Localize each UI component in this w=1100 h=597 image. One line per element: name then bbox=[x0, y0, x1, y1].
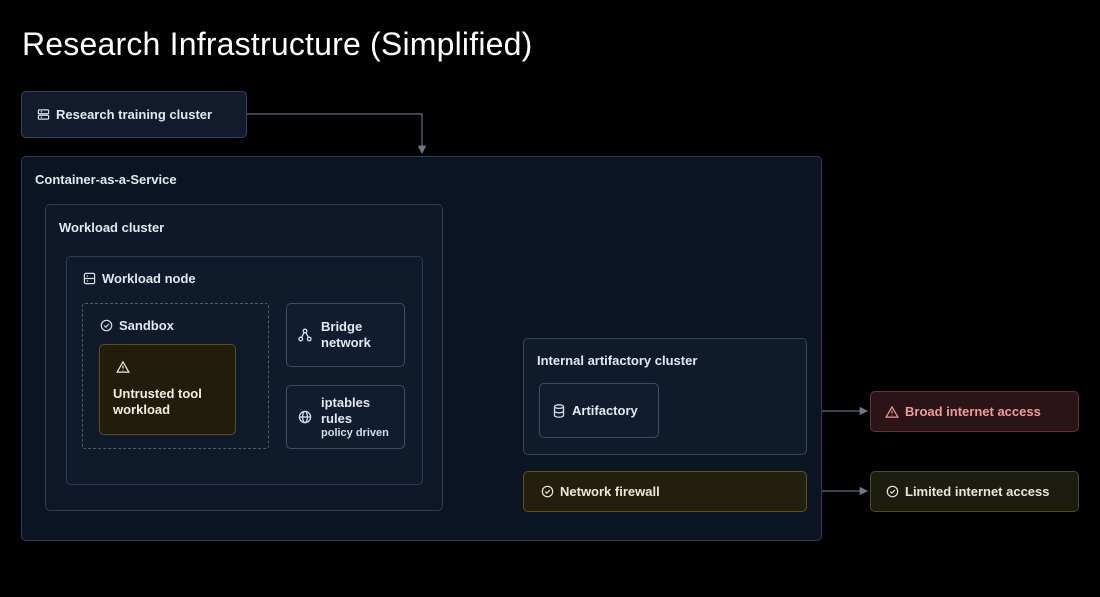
shield-check-icon bbox=[540, 485, 554, 499]
network-firewall-label: Network firewall bbox=[560, 484, 660, 499]
untrusted-line-1: Untrusted tool bbox=[113, 386, 202, 401]
node-icon bbox=[82, 272, 96, 286]
bridge-line-1: Bridge bbox=[321, 319, 363, 334]
warning-icon bbox=[885, 405, 899, 419]
workload-node-label: Workload node bbox=[102, 271, 196, 286]
page-title: Research Infrastructure (Simplified) bbox=[22, 26, 533, 62]
research-training-cluster-node: Research training cluster bbox=[21, 91, 247, 138]
limited-internet-access-label: Limited internet access bbox=[905, 484, 1050, 499]
research-training-cluster-label: Research training cluster bbox=[56, 107, 213, 122]
warning-icon bbox=[116, 360, 130, 374]
sandbox-label: Sandbox bbox=[119, 318, 174, 333]
network-icon bbox=[298, 328, 312, 342]
iptables-rules-node: iptables rules policy driven bbox=[286, 385, 405, 449]
shield-check-icon bbox=[885, 485, 899, 499]
iptables-line-1: iptables bbox=[321, 395, 371, 410]
untrusted-line-2: workload bbox=[113, 402, 171, 417]
workload-cluster-label: Workload cluster bbox=[59, 220, 165, 235]
untrusted-tool-workload-node: Untrusted tool workload bbox=[99, 344, 236, 435]
limited-internet-access-node: Limited internet access bbox=[870, 471, 1079, 512]
network-firewall-node: Network firewall bbox=[523, 471, 807, 512]
broad-internet-access-node: Broad internet access bbox=[870, 391, 1079, 432]
bridge-line-2: network bbox=[321, 335, 371, 350]
database-icon bbox=[552, 403, 566, 418]
edge-research-to-caas bbox=[247, 113, 427, 155]
broad-internet-access-label: Broad internet access bbox=[905, 404, 1041, 419]
artifactory-node: Artifactory bbox=[539, 383, 659, 438]
iptables-line-2: rules bbox=[321, 411, 353, 426]
shield-check-icon bbox=[99, 319, 113, 333]
artifactory-label: Artifactory bbox=[572, 403, 638, 418]
bridge-network-node: Bridge network bbox=[286, 303, 405, 367]
iptables-subtitle: policy driven bbox=[321, 427, 389, 439]
caas-label: Container-as-a-Service bbox=[35, 172, 177, 187]
server-icon bbox=[36, 108, 50, 122]
globe-icon bbox=[298, 410, 312, 424]
artifactory-cluster-label: Internal artifactory cluster bbox=[537, 353, 698, 368]
sandbox-group: Sandbox bbox=[82, 303, 269, 449]
